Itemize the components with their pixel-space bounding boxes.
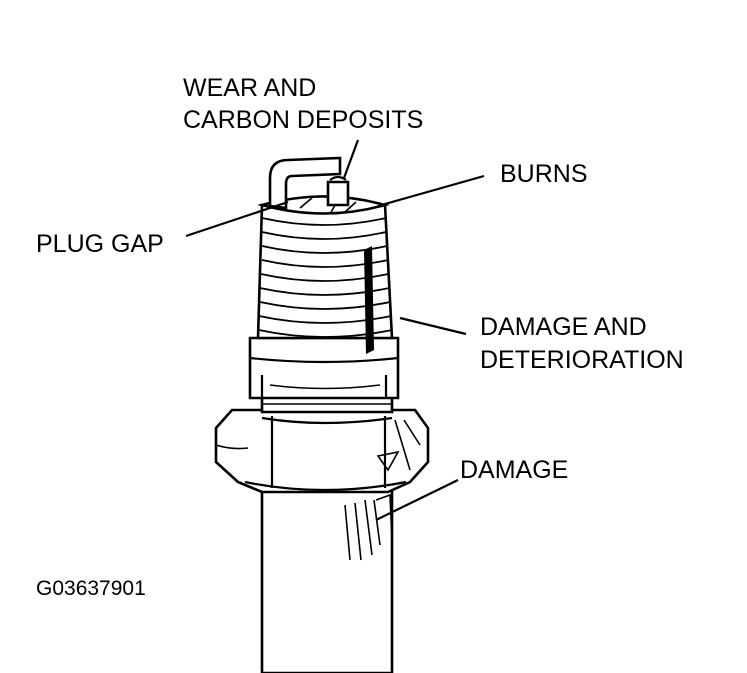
plug-lower-shell: [260, 488, 394, 673]
figure-id: G03637901: [36, 577, 146, 600]
label-damage-det-line2: DETERIORATION: [480, 346, 684, 374]
plug-ground-electrode: [268, 156, 342, 210]
plug-hex-nut: [214, 408, 430, 494]
label-wear-line1: WEAR AND: [183, 74, 316, 102]
label-plug-gap: PLUG GAP: [36, 230, 164, 258]
plug-collar: [248, 336, 400, 400]
plug-thread: [256, 203, 394, 354]
label-damage-det-line1: DAMAGE AND: [480, 313, 647, 341]
leader-lines: [185, 139, 485, 521]
label-wear-line2: CARBON DEPOSITS: [183, 106, 423, 134]
label-burns: BURNS: [500, 160, 588, 188]
label-damage: DAMAGE: [460, 456, 568, 484]
